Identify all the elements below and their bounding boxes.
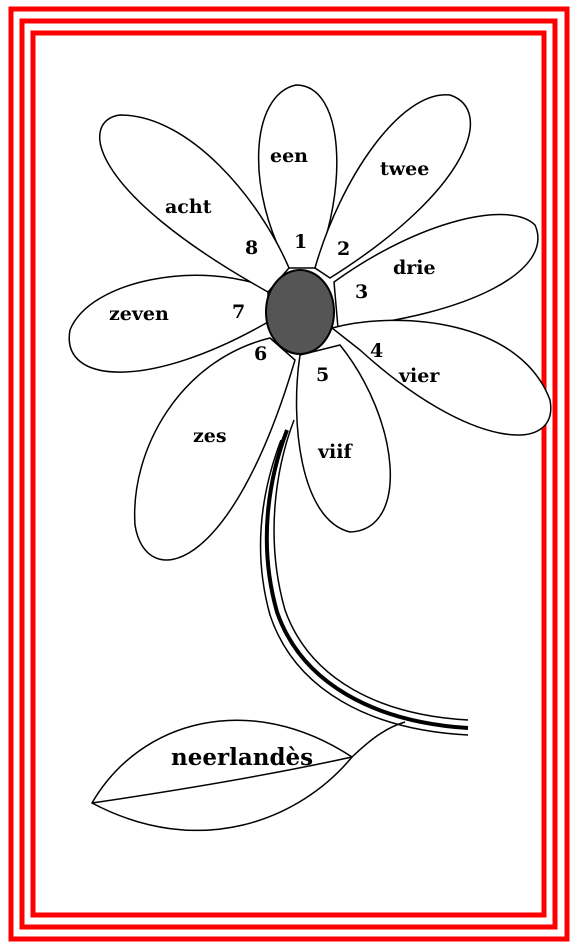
petal-word-5: viif [317,441,353,463]
petal-word-6: zes [193,425,227,447]
petal-number-4: 4 [370,340,383,362]
petal-number-5: 5 [316,364,329,386]
flower-center [266,270,334,354]
petal-number-6: 6 [254,343,267,365]
petal-number-2: 2 [337,238,350,260]
petal-word-3: drie [393,257,436,279]
petal-number-8: 8 [245,237,258,259]
leaf-label: neerlandès [171,744,313,771]
petal-word-4: vier [398,365,440,387]
leaf [92,720,405,830]
petal-word-2: twee [380,158,429,180]
petal-number-7: 7 [232,301,245,323]
petal-number-3: 3 [355,281,368,303]
petal-word-8: acht [165,196,212,218]
petal-word-1: een [270,145,308,167]
petal-5 [297,345,391,532]
petal-number-1: 1 [294,231,307,253]
petal-word-7: zeven [109,303,169,325]
petal-6 [135,338,295,560]
